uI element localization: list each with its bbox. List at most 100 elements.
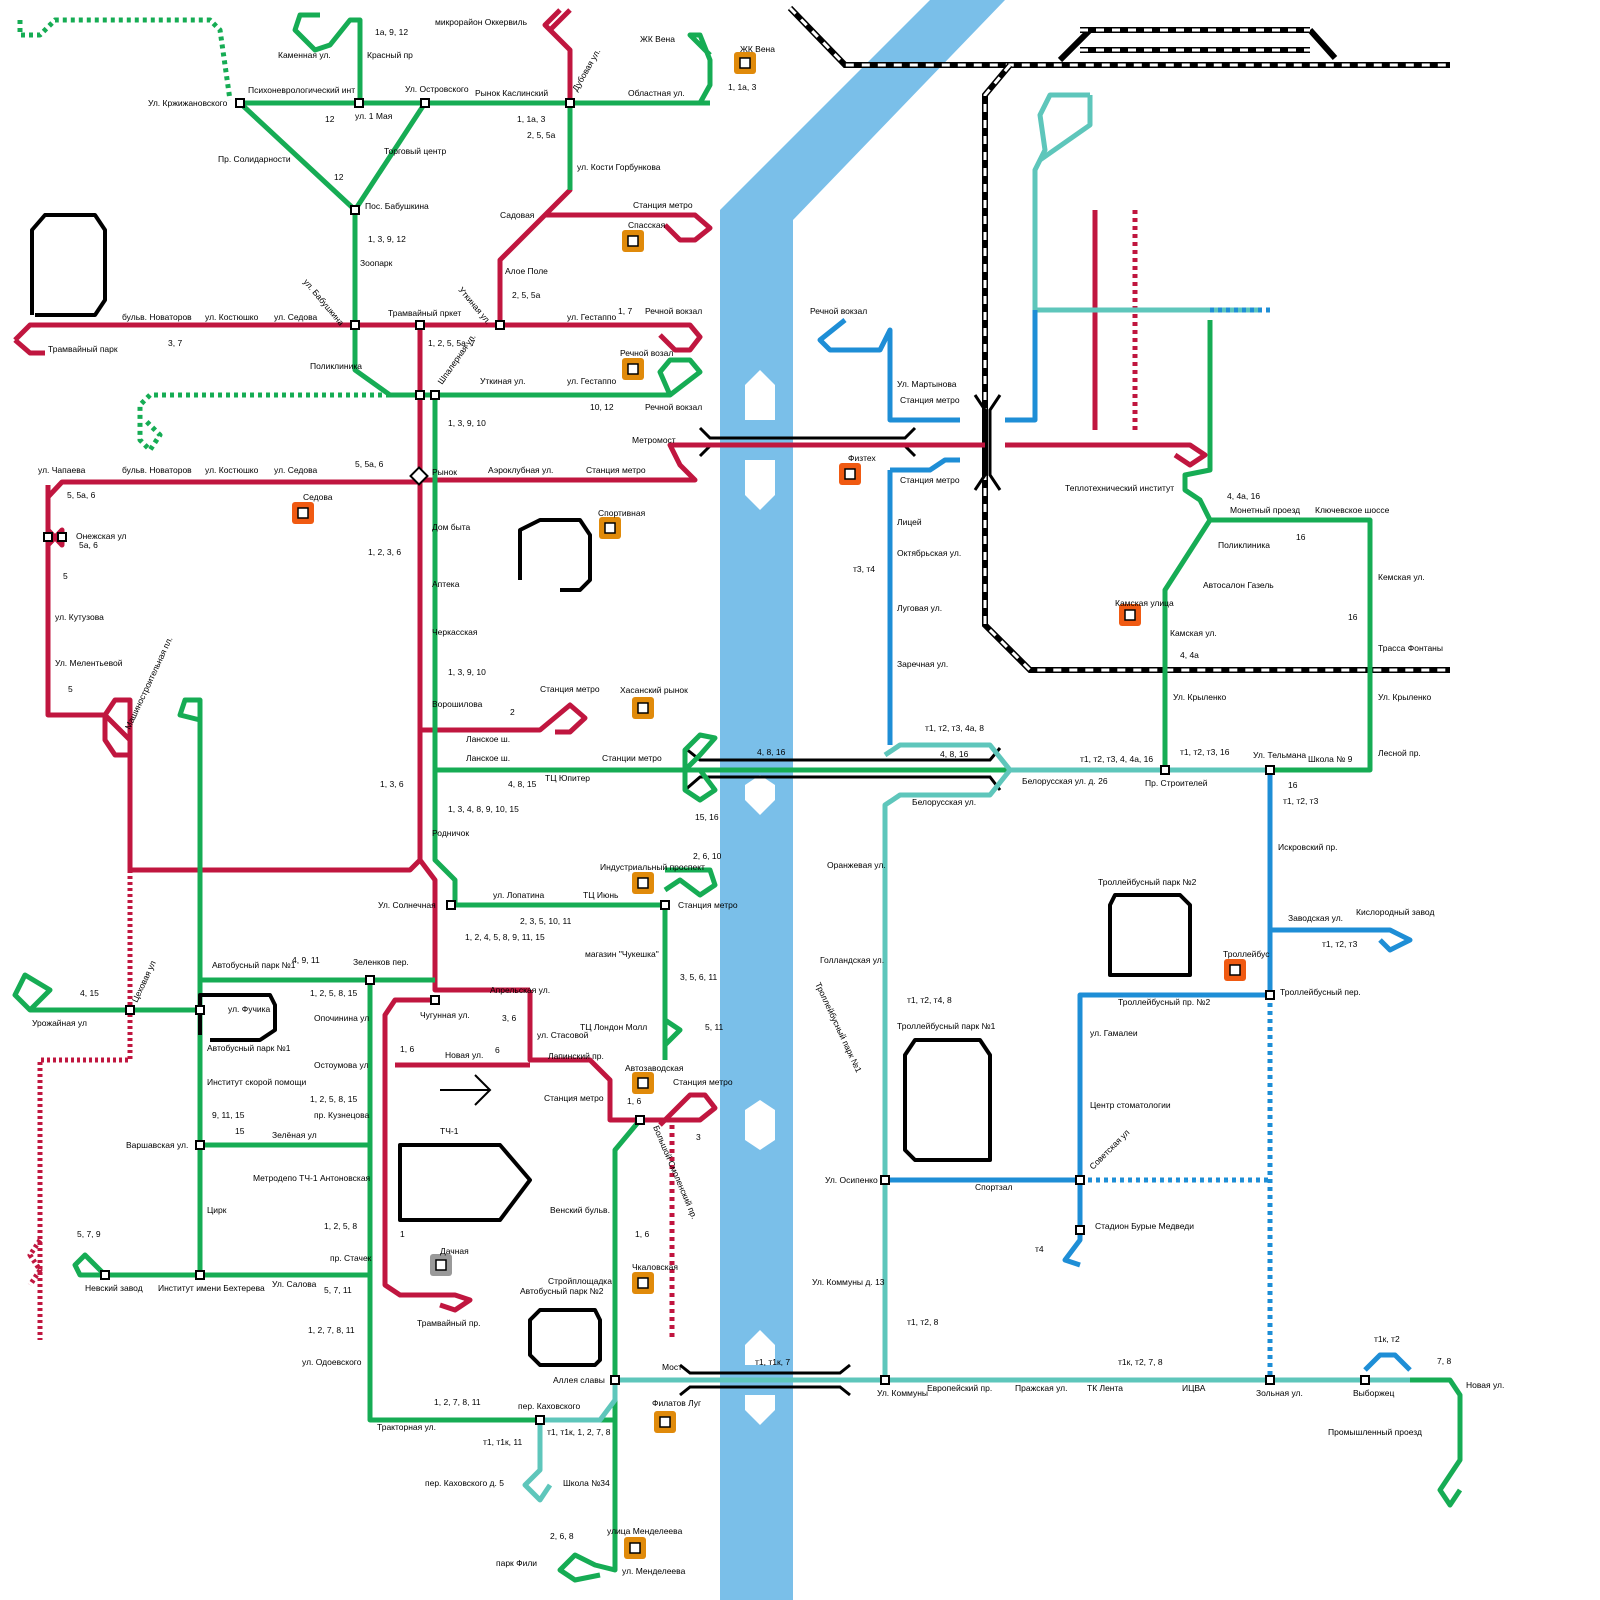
closed-station-icon	[430, 1254, 452, 1276]
label-l118: Институт скорой помощи	[207, 1077, 306, 1087]
label-l152: Мост	[662, 1362, 682, 1372]
stops	[43, 98, 1370, 1425]
label-l182: Пр. Строителей	[1145, 778, 1208, 788]
label-l43: Речной возал	[620, 348, 673, 358]
label-l65: 1, 2, 3, 6	[368, 547, 401, 557]
label-l131: Большой Смоленский пр.	[651, 1124, 700, 1221]
label-l66: 5	[63, 571, 68, 581]
metro-station-icon	[632, 1072, 654, 1094]
label-l7: 1, 1а, 3	[728, 82, 757, 92]
river-island	[745, 1330, 775, 1365]
label-l101: 4, 15	[80, 988, 99, 998]
label-l58: Станция метро	[586, 465, 646, 475]
label-l121: Станция метро	[544, 1093, 604, 1103]
arrow-right-icon	[440, 1074, 492, 1106]
label-l31: Уткиная ул.	[456, 285, 493, 326]
label-l200: 4, 4а	[1180, 650, 1199, 660]
label-l183: Ул. Тельмана	[1253, 750, 1306, 760]
label-l100: Цеховая ул	[130, 959, 158, 1004]
label-l72: Машиностроительная пл.	[123, 635, 175, 731]
label-l173: Луговая ул.	[897, 603, 942, 613]
label-l49: 1, 3, 9, 10	[448, 418, 486, 428]
label-l147: Автобусный парк №2	[520, 1286, 604, 1296]
label-l10: Психоневрологический инт	[248, 85, 355, 95]
label-l195: Камская улица	[1115, 598, 1174, 608]
label-l40: 3, 7	[168, 338, 182, 348]
label-l113: 1, 6	[400, 1044, 414, 1054]
label-l136: 1	[400, 1229, 405, 1239]
label-l18: Пр. Солидарности	[218, 154, 291, 164]
label-l33: ул. Костюшко	[205, 312, 259, 322]
label-l28: Алое Поле	[505, 266, 548, 276]
label-l34: ул. Седова	[274, 312, 318, 322]
label-l61: Спортивная	[598, 508, 646, 518]
label-l166: Ул. Мартынова	[897, 379, 957, 389]
label-l224: т1, т2, 8	[907, 1317, 939, 1327]
label-l69: Черкасская	[432, 627, 478, 637]
label-l153: 1, 2, 7, 8, 11	[434, 1397, 481, 1407]
label-l67: Аптека	[432, 579, 460, 589]
label-l228: 7, 8	[1437, 1356, 1451, 1366]
label-l108: 3, 6	[502, 1013, 516, 1023]
label-l6: ЖК Вена	[740, 44, 775, 54]
tram-line-red	[13, 8, 1208, 1340]
river-island	[745, 775, 775, 815]
label-l165: Речной вокзал	[810, 306, 867, 316]
label-l221: Стадион Бурые Медведи	[1095, 1221, 1194, 1231]
label-l119: Автозаводская	[625, 1063, 684, 1073]
label-l227: т1к, т2	[1374, 1334, 1400, 1344]
label-l3: Каменная ул.	[278, 50, 331, 60]
river	[720, 0, 1005, 1600]
label-l193: Поликлиника	[1218, 540, 1270, 550]
label-l64: 5а, 6	[79, 540, 98, 550]
label-l199: Трасса Фонтаны	[1378, 643, 1443, 653]
trolley-line-turquoise	[522, 92, 1410, 1503]
label-l4: Красный пр	[367, 50, 413, 60]
label-l145: Стройплощадка	[548, 1276, 612, 1286]
label-l14: Рынок Каслинский	[475, 88, 548, 98]
label-l38: Речной вокзал	[645, 306, 702, 316]
label-l222: т4	[1035, 1244, 1044, 1254]
label-l53: ул. Костюшко	[205, 465, 259, 475]
label-l211: Троллейбусный парк №1	[813, 981, 864, 1075]
label-l105: Опочинина ул	[314, 1013, 369, 1023]
label-l46: ул. Гестаппо	[567, 376, 616, 386]
label-l177: 4, 8, 16	[757, 747, 786, 757]
label-l169: Станция метро	[900, 475, 960, 485]
label-l9: Ул. Кржижановского	[148, 98, 228, 108]
label-l114: Новая ул.	[445, 1050, 483, 1060]
label-l155: Филатов Луг	[652, 1398, 701, 1408]
label-l91: ТЦ Июнь	[583, 890, 619, 900]
metro-station-icon	[622, 230, 644, 252]
metro-stations	[292, 52, 1246, 1559]
label-l56: Рынок	[432, 467, 457, 477]
label-l88: 2, 6, 10	[693, 851, 722, 861]
label-l8: Областная ул.	[628, 88, 685, 98]
label-l24: Станция метро	[633, 200, 693, 210]
label-l137: 1, 6	[635, 1229, 649, 1239]
label-l128: ТЧ-1	[440, 1126, 459, 1136]
label-l17: 2, 5, 5а	[527, 130, 556, 140]
label-l86: Родничок	[432, 828, 469, 838]
label-l77: 2	[510, 707, 515, 717]
label-l203: Оранжевая ул.	[827, 860, 886, 870]
metro-station-icon	[624, 1537, 646, 1559]
label-l229: Ул. Коммуны	[877, 1388, 928, 1398]
river-island	[745, 1100, 775, 1150]
label-l75: Хасанский рынок	[620, 685, 688, 695]
river-island	[745, 370, 775, 420]
label-l170: Лицей	[897, 517, 922, 527]
label-l123: пр. Кузнецова	[314, 1110, 369, 1120]
label-l230: Европейский пр.	[927, 1383, 992, 1393]
label-l192: 16	[1296, 532, 1306, 542]
label-l122: 1, 2, 5, 8, 15	[310, 1094, 358, 1104]
metro-station-icon	[632, 1272, 654, 1294]
label-l208: т1, т2, т3	[1322, 939, 1358, 949]
label-l187: т1, т2, т3	[1283, 796, 1319, 806]
label-l175: т1, т2, т3, 4а, 8	[925, 723, 984, 733]
label-l117: Остоумова ул	[314, 1060, 369, 1070]
label-l139: пр. Стачек	[330, 1253, 372, 1263]
label-l189: 4, 4а, 16	[1227, 491, 1260, 501]
label-l127: Зелёная ул	[272, 1130, 317, 1140]
label-l234: Зольная ул.	[1256, 1388, 1303, 1398]
